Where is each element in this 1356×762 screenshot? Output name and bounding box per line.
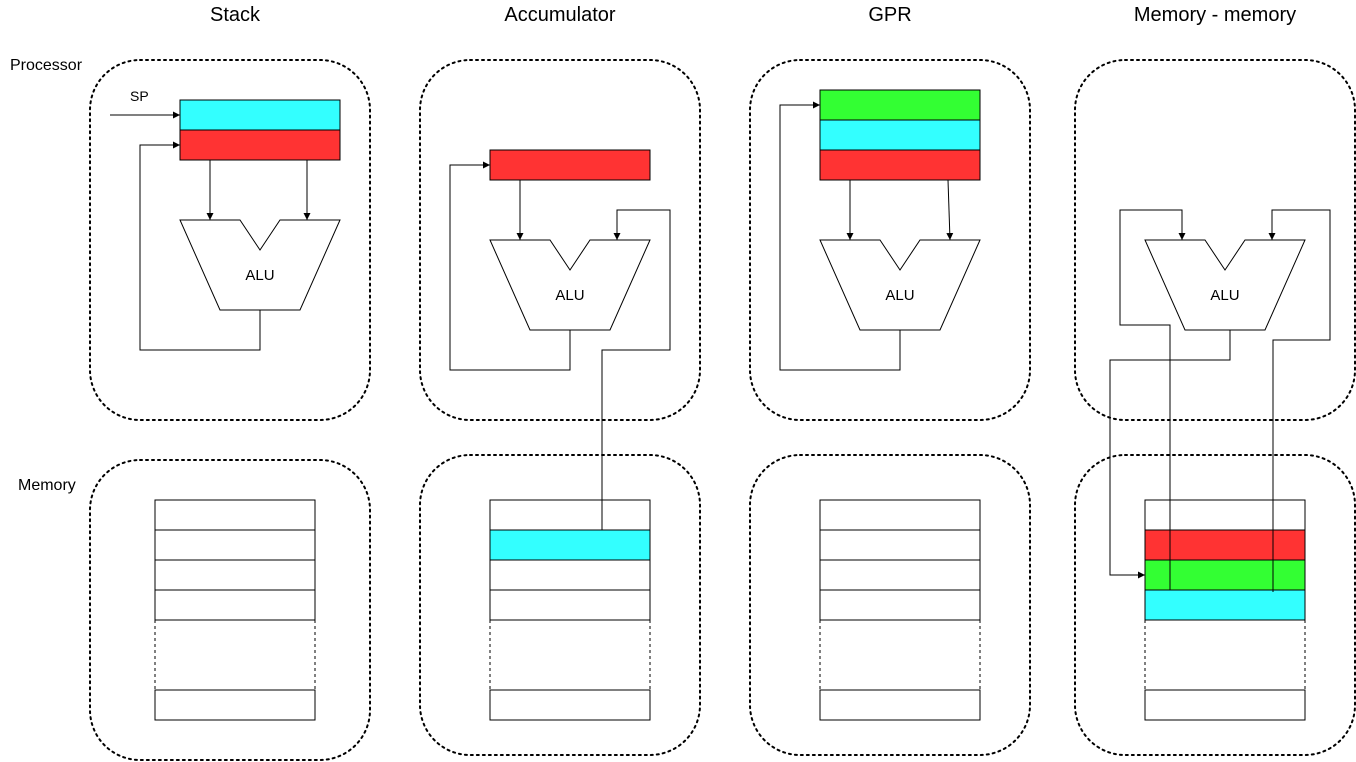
memory-region-gpr [749,454,1031,756]
wire-stack-result [139,141,261,351]
memory-block-accumulator [489,499,651,721]
wire-memmem-operand-a [1119,209,1186,590]
column-title-stack: Stack [210,4,261,26]
memory-block-stack [154,499,316,721]
alu-accumulator: ALU [489,239,651,331]
alu-gpr: ALU [819,239,981,331]
memory-cell [819,499,981,531]
wire-gpr-result [779,101,901,371]
memory-cell [154,589,316,621]
memory-cell [154,689,316,721]
memory-cell [154,529,316,561]
column-title-gpr: GPR [868,4,911,26]
wire-acc-result [449,161,571,371]
alu-stack: ALU [179,219,341,311]
register-stack-accumulator [489,149,651,181]
memory-cell [489,689,651,721]
memory-cell [819,529,981,561]
register-cell [179,129,341,161]
register-cell [489,149,651,181]
wire-gpr-operand-b [946,179,954,241]
register-cell [179,99,341,131]
memory-cell [154,499,316,531]
alu-label: ALU [245,267,274,284]
memory-block-gpr [819,499,981,721]
row-label-processor: Processor [10,57,83,74]
memory-cell [1144,559,1306,591]
memory-cell [489,559,651,591]
memory-cell [819,559,981,591]
memory-block-memory-memory [1144,499,1306,721]
memory-cell [1144,689,1306,721]
processor-region-gpr [749,59,1031,421]
memory-region-memory-memory [1074,454,1356,756]
column-title-memory-memory: Memory - memory [1134,4,1296,26]
register-stack-gpr [819,89,981,181]
memory-cell [489,499,651,531]
memory-cell [154,559,316,591]
memory-cell [1144,529,1306,561]
memory-cell [489,589,651,621]
alu-label: ALU [1210,287,1239,304]
column-title-accumulator: Accumulator [504,4,615,26]
wire-acc-memory-operand [601,209,671,530]
processor-region-accumulator [419,59,701,421]
register-cell [819,119,981,151]
memory-cell [1144,589,1306,621]
alu-memory-memory: ALU [1144,239,1306,331]
memory-cell [819,589,981,621]
wire-memmem-operand-b [1268,209,1331,592]
register-cell [819,89,981,121]
memory-region-accumulator [419,454,701,756]
sp-label: SP [130,88,149,104]
memory-region-stack [89,459,371,761]
processor-region-stack [89,59,371,421]
row-label-memory: Memory [18,477,76,494]
wire-memmem-result [1109,330,1231,579]
memory-cell [819,689,981,721]
register-stack-stack [179,99,341,161]
alu-label: ALU [885,287,914,304]
register-cell [819,149,981,181]
memory-cell [1144,499,1306,531]
processor-region-memory-memory [1074,59,1356,421]
alu-label: ALU [555,287,584,304]
memory-cell [489,529,651,561]
